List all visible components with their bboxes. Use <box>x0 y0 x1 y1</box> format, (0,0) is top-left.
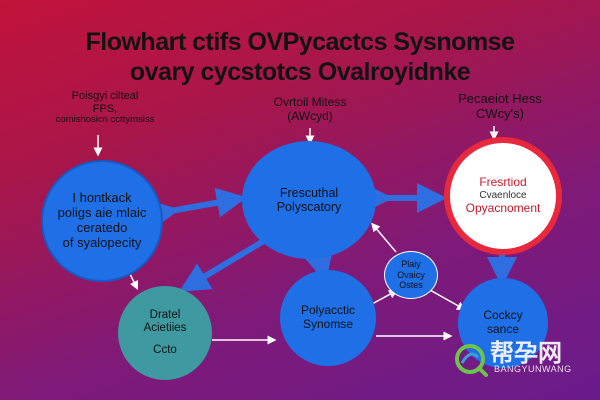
watermark-logo-icon <box>455 344 488 377</box>
node-bottom-left-line: Dratel <box>149 309 181 322</box>
node-left-line: I hontkack <box>72 190 132 206</box>
node-left-line: of syalopecity <box>62 234 142 250</box>
node-left-line: ceratedo <box>76 220 128 235</box>
label-left-top-line: comishosicn ccttymsiss <box>55 114 155 126</box>
node-small-line: Plaiy <box>401 259 421 270</box>
label-left-top-line: FPS, <box>92 102 118 115</box>
node-left-line: poligs aie mlaic <box>57 205 147 221</box>
label-center-top-line: Ovrtoil Mitess <box>273 95 347 109</box>
title-line-1: Flowhart ctifs OVPycactcs Sysnomse <box>85 28 515 56</box>
label-center-top-line: (AWcyd) <box>287 108 333 123</box>
node-bottom-center-line: Synomse <box>302 317 354 331</box>
node-bottom-center-line: Polyacctic <box>300 303 356 318</box>
label-right-top-line: Pecaeiot Hess <box>458 91 542 106</box>
node-bottom-left-line: Ccto <box>153 343 177 356</box>
node-right-line: Fresrtiod <box>479 175 527 190</box>
arrow-center-to-bottom-left <box>179 233 274 292</box>
node-right: Fresrtiod Cvaenloce Opyacnoment <box>444 137 562 255</box>
watermark-chinese: 帮孕网 <box>490 339 562 367</box>
node-bottom-right-line: Cockcy <box>483 308 523 323</box>
arrow-left-to-center <box>147 187 247 230</box>
label-center-top: Ovrtoil Mitess (AWcyd) <box>245 95 375 124</box>
node-right-line: Cvaenloce <box>479 190 527 202</box>
node-bottom-center: Polyacctic Synomse <box>280 270 376 366</box>
node-center-line: Frescuthal <box>279 185 339 200</box>
title-line-2: ovary cycstotcs Ovalroyidnke <box>129 58 471 86</box>
node-small-line: Ovaicy <box>397 269 425 280</box>
label-right-top: Pecaeiot Hess CWcy's) <box>435 91 565 122</box>
arrow-small-to-bottom-right <box>429 289 466 311</box>
arrow-small-to-center <box>371 222 397 253</box>
node-bottom-left-line: Acietiies <box>143 322 187 335</box>
node-right-line: Opyacnoment <box>465 200 541 215</box>
watermark-latin: BANGYUNWANG <box>494 364 572 374</box>
node-center: Frescuthal Polyscatory <box>242 141 376 259</box>
label-left-top: Poisgyi cilteal FPS, comishosicn ccttyms… <box>30 90 180 126</box>
arrow-bottom-center-to-small <box>371 289 398 305</box>
node-small: Plaiy Ovaicy Ostes <box>385 252 437 298</box>
node-bottom-left: Dratel Acietiies Ccto <box>118 286 212 380</box>
node-left: I hontkack poligs aie mlaic ceratedo of … <box>43 162 161 280</box>
label-right-top-line: CWcy's) <box>476 105 524 121</box>
label-left-top-line: Poisgyi cilteal <box>71 90 139 102</box>
node-bottom-right-line: sance <box>486 322 520 336</box>
node-center-line: Polyscatory <box>276 200 342 214</box>
node-small-line: Ostes <box>399 280 423 291</box>
